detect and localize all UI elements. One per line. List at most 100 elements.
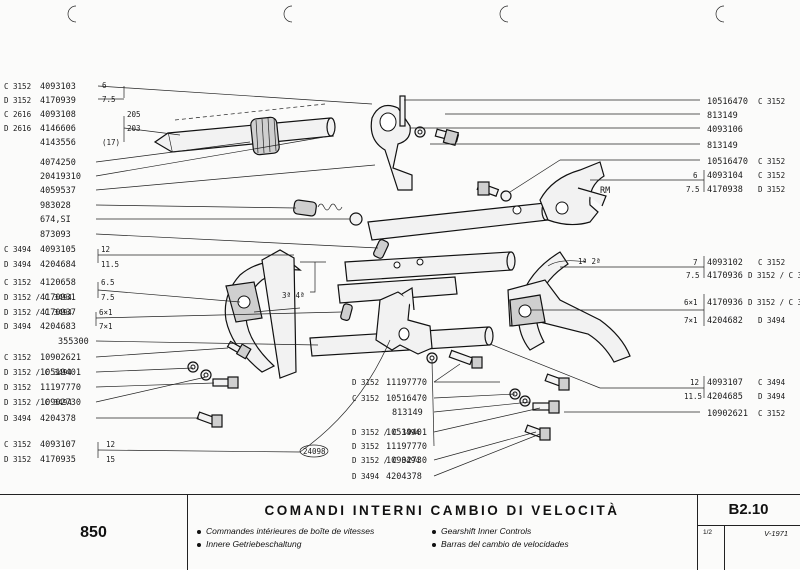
label-reverse: RM	[600, 186, 610, 196]
page-divider	[724, 525, 725, 570]
sheet-title: COMANDI INTERNI CAMBIO DI VELOCITÀ	[264, 503, 620, 518]
bolt-mid	[476, 181, 512, 202]
label-3rd-4th: 3ª 4ª	[282, 291, 305, 300]
callout-qty: 6×1	[684, 298, 698, 307]
callout-part: 4170938	[707, 185, 743, 195]
label-1st-2nd: 1ª 2ª	[578, 257, 601, 266]
callout-model: D 3152	[352, 378, 379, 387]
callout-qty: 203	[127, 124, 141, 133]
fork-1st-2nd	[507, 251, 631, 363]
model-number: 850	[80, 523, 107, 541]
callout-part: 10902730	[40, 398, 81, 408]
callout-model: D 3152	[758, 185, 785, 194]
title-block: 850 COMANDI INTERNI CAMBIO DI VELOCITÀ C…	[0, 494, 800, 570]
callouts-right: 10516470 C 3152 813149 4093106 813149 10…	[684, 97, 800, 419]
callout-part: 873093	[40, 230, 71, 240]
callout-part: 813149	[707, 141, 738, 151]
callout-part: 4093104	[707, 171, 743, 181]
callout-qty: 12	[106, 440, 115, 449]
callout-part: 674,SI	[40, 215, 71, 225]
callout-part: 10519401	[40, 368, 81, 378]
callout-part: 813149	[392, 408, 423, 418]
small-parts	[187, 239, 570, 441]
callout-part: 4093103	[40, 82, 76, 92]
callout-part: 10902621	[707, 409, 748, 419]
callout-model: D 2616	[4, 124, 32, 133]
model-cell: 850	[0, 495, 188, 570]
callout-model: C 3152	[758, 258, 785, 267]
callout-model: D 3152	[352, 442, 379, 451]
center-bracket	[375, 286, 433, 355]
reference-cell: B2.10 1/2 V-1971	[697, 495, 800, 570]
callout-part: 10902621	[40, 353, 81, 363]
callout-model: C 3152	[4, 82, 31, 91]
subtitle-fr: Commandes intérieures de boîte de vitess…	[197, 526, 374, 536]
callout-qty: 7×1	[99, 322, 113, 331]
callout-part: 355300	[58, 337, 89, 347]
callout-part: 4204378	[386, 472, 422, 482]
callout-qty: 7.5	[102, 95, 116, 104]
callout-part: 4093105	[40, 245, 76, 255]
callout-model: D 3152 / C 3494	[4, 308, 72, 317]
callout-part: 20419310	[40, 172, 81, 182]
callout-part: 4093102	[707, 258, 743, 268]
selector-rod-top	[153, 103, 336, 156]
callout-model: D 3152	[4, 383, 31, 392]
exploded-view-drawing: RM 1ª 2ª 3ª 4ª 24098 C 3152 4093103 6 D …	[4, 5, 800, 482]
subtitle-en: Gearshift Inner Controls	[432, 526, 531, 536]
selector-rod-middle	[367, 201, 551, 241]
callout-part: 4146606	[40, 124, 76, 134]
subtitle-de: Innere Getriebeschaltung	[197, 539, 301, 549]
leader-lines-left	[95, 85, 391, 458]
callout-part: 4059537	[40, 186, 76, 196]
leader-lines-right	[404, 99, 705, 477]
callout-qty: 7	[693, 258, 698, 267]
callout-part: 10902730	[386, 456, 427, 466]
callout-qty: 6.5	[101, 278, 115, 287]
callout-model: C 3152	[4, 353, 31, 362]
binder-holes	[67, 5, 725, 23]
callout-qty: 7×1	[684, 316, 698, 325]
callout-part: 4204683	[40, 322, 76, 332]
callout-part: 4074250	[40, 158, 76, 168]
callout-part: 4204684	[40, 260, 76, 270]
callout-part: 4093106	[707, 125, 743, 135]
callout-model: D 3152 / C 3494	[4, 398, 72, 407]
callout-qty: 7.5	[101, 293, 115, 302]
callouts-center: D 3152 11197770 C 3152 10516470 813149 D…	[352, 378, 427, 482]
callout-model: C 3494	[4, 245, 32, 254]
callout-part: 4093107	[40, 440, 76, 450]
sheet-reference: B2.10	[728, 501, 769, 518]
callout-part: 4204685	[707, 392, 743, 402]
parts	[153, 95, 631, 441]
callout-part: 4143556	[40, 138, 76, 148]
figure-number: 24098	[303, 447, 326, 456]
callout-model: D 3494	[4, 260, 32, 269]
callout-qty: 11.5	[101, 260, 119, 269]
page-number: 1/2	[703, 529, 713, 536]
callout-model: C 3152	[4, 440, 31, 449]
callout-qty: 12	[690, 378, 699, 387]
callout-part: 983028	[40, 201, 71, 211]
callout-model: D 3152 / C 3494	[352, 428, 420, 437]
callout-part: 11197770	[386, 378, 427, 388]
reverse-fork	[539, 161, 607, 226]
callout-qty: (17)	[102, 138, 120, 147]
callout-part: 10519401	[386, 428, 427, 438]
callout-model: C 3152	[758, 409, 785, 418]
selector-lever	[370, 95, 413, 191]
callout-model: D 3494	[352, 472, 380, 481]
callout-model: D 3152	[4, 96, 31, 105]
callout-model: C 2616	[4, 110, 32, 119]
callout-qty: 12	[101, 245, 110, 254]
callout-qty: 6	[102, 81, 107, 90]
callouts-left: C 3152 4093103 6 D 3152 4170939 7.5 C 26…	[4, 81, 141, 465]
callout-part: 4093108	[40, 110, 76, 120]
callout-model: D 3152 / C 3494	[352, 456, 420, 465]
callout-model: D 3494	[4, 414, 32, 423]
callout-qty: 7.5	[686, 271, 700, 280]
edition-date: V-1971	[764, 529, 788, 538]
spring-and-ball	[293, 199, 363, 226]
callout-model: C 3152	[4, 278, 31, 287]
callout-part: 4170936	[707, 298, 743, 308]
